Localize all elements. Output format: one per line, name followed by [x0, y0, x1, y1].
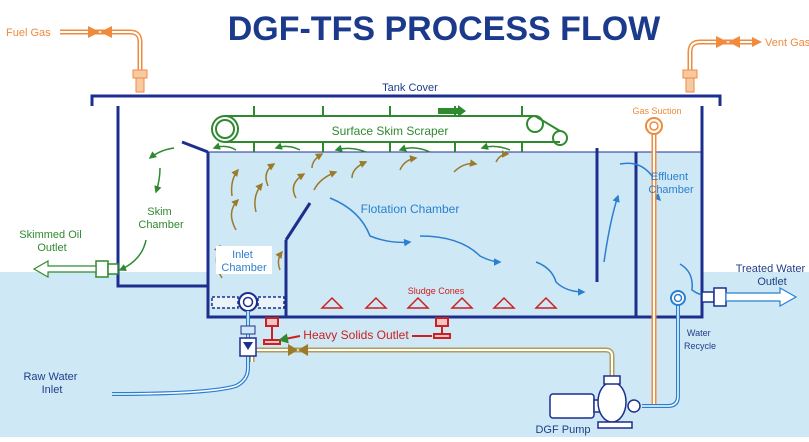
- label-line-2: Chamber: [648, 184, 694, 196]
- fuel-gas-line: [60, 26, 148, 93]
- fuel-gas-valve-icon: [88, 26, 100, 38]
- heavy-solids-outlets: [263, 317, 451, 345]
- dgf-pump-label: DGF Pump: [535, 424, 590, 436]
- skimmed-oil-outlet-label: Skimmed Oil Outlet: [19, 229, 84, 254]
- skimmed-oil-arrow-icon: [32, 259, 97, 279]
- sludge-cones: [320, 296, 558, 309]
- raw-water-inlet-label: Raw Water Inlet: [23, 371, 80, 396]
- fuel-gas-label: Fuel Gas: [6, 27, 51, 39]
- pump-casing-icon: [597, 381, 627, 423]
- recycle-valve-icon: [288, 344, 298, 356]
- label-line-2: Inlet: [42, 384, 63, 396]
- surface-skim-scraper: [211, 106, 568, 152]
- sludge-cones-label: Sludge Cones: [408, 286, 465, 296]
- tank-walls: [116, 106, 704, 319]
- skimmed-oil-outlet: [32, 259, 119, 279]
- gas-suction-icon: [645, 117, 663, 135]
- water-recycle-intake-icon: [670, 290, 686, 306]
- label-line-2: Chamber: [221, 262, 267, 274]
- diagram-title: DGF-TFS PROCESS FLOW: [228, 10, 661, 48]
- treated-water-arrow-icon: [725, 286, 798, 308]
- flotation-chamber-label: Flotation Chamber: [361, 202, 460, 216]
- vent-gas-line: [682, 36, 762, 93]
- vent-gas-valve-icon: [716, 36, 728, 48]
- scraper-direction-arrow-icon: [438, 105, 466, 117]
- label-line-2: Outlet: [757, 276, 786, 288]
- inlet-chamber-label-bg: [216, 246, 272, 274]
- pump-motor-icon: [549, 393, 595, 419]
- label-line-2: Outlet: [37, 242, 66, 254]
- skim-chamber-label: Skim Chamber: [138, 206, 184, 231]
- raw-water-inlet-line: [111, 311, 257, 396]
- tank-cover-label: Tank Cover: [382, 82, 438, 94]
- dgf-pump: [549, 375, 641, 429]
- oil-rise-arrows: [213, 150, 510, 279]
- surface-skim-scraper-label: Surface Skim Scraper: [332, 124, 449, 138]
- water-recycle-label: Water Recycle: [684, 328, 716, 351]
- treated-water-outlet: [701, 286, 798, 308]
- effluent-chamber-label: Effluent Chamber: [648, 171, 694, 196]
- gas-suction-line: [645, 117, 663, 404]
- heavy-solids-outlet-label: Heavy Solids Outlet: [303, 328, 409, 342]
- skim-flow-arrows: [118, 142, 511, 271]
- tank-cover: [90, 94, 722, 106]
- treated-water-outlet-label: Treated Water Outlet: [736, 263, 809, 288]
- inlet-pipe-icon: [238, 292, 258, 312]
- gas-suction-label: Gas Suction: [632, 106, 681, 116]
- inlet-chamber-label: Inlet Chamber: [221, 249, 267, 274]
- label-line-2: Recycle: [684, 341, 716, 351]
- vent-gas-arrow-icon: [752, 37, 762, 47]
- label-line-2: Chamber: [138, 219, 184, 231]
- scraper-drive-wheel-icon: [211, 115, 239, 143]
- water-recycle-line: [642, 290, 686, 408]
- vent-gas-label: Vent Gas: [765, 37, 809, 49]
- recycle-pipe: [249, 344, 615, 376]
